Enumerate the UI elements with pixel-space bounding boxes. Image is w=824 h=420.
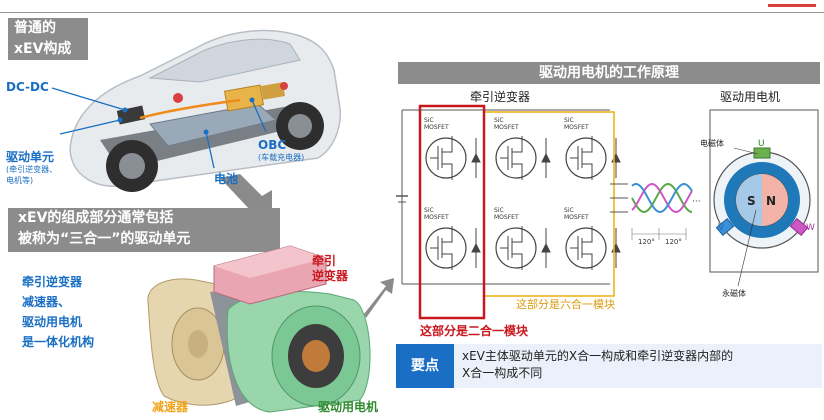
header-divider (0, 12, 824, 13)
title-mid-line-1: xEV的组成部分通常包括 (18, 210, 174, 226)
traction-inverter-line-1: 牵引 (312, 254, 337, 268)
keypoint-line-2: X合一构成不同 (462, 366, 543, 380)
inverter-circuit-diagram: SiCMOSFETSiCMOSFETSiCMOSFETSiCMOSFETSiCM… (396, 104, 819, 320)
mosfet-label: MOSFET (424, 214, 449, 221)
left-list-item: 牵引逆变器 (22, 275, 83, 289)
two-in-one-label: 这部分是二合一模块 (420, 324, 529, 338)
drive-unit-title: 驱动单元 (6, 150, 55, 164)
mosfet-label: SiC (424, 207, 434, 214)
angle-label-2: 120° (665, 238, 682, 246)
six-in-one-label: 这部分是六合一模块 (516, 298, 615, 311)
coil-v (715, 217, 735, 237)
title-top-line-1: 普通的 (14, 20, 56, 36)
diode-symbol (471, 138, 481, 178)
title-mid-label: xEV的组成部分通常包括 被称为“三合一”的驱动单元 (8, 208, 280, 252)
drive-unit-illustration (147, 245, 394, 413)
traction-inverter-line-2: 逆变器 (312, 269, 349, 283)
transistor-lines (500, 226, 523, 270)
drive-unit-sub-1: (牵引逆变器、 (6, 165, 58, 174)
phase-u-label: U (758, 139, 765, 149)
permanent-magnet-label: 永磁体 (722, 288, 746, 298)
transistor-lines (500, 136, 523, 180)
mosfet-label: SiC (564, 207, 574, 214)
mosfet-grid: SiCMOSFETSiCMOSFETSiCMOSFETSiCMOSFETSiCM… (424, 117, 621, 270)
phase-v-label: V (718, 223, 725, 233)
keypoint-label: 要点 (396, 344, 454, 388)
transistor-symbol (495, 137, 537, 179)
motor-title: 驱动用电机 (720, 90, 781, 104)
car-illustration (51, 29, 341, 215)
left-list-item: 驱动用电机 (22, 315, 83, 329)
mosfet-label: SiC (424, 117, 434, 124)
diode-symbol (541, 228, 551, 268)
mosfet-label: MOSFET (564, 214, 589, 221)
header-accent-mark (768, 4, 816, 7)
reducer-label: 减速器 (152, 400, 189, 414)
left-description: 牵引逆变器 减速器、 驱动用电机 是一体化机构 (22, 272, 94, 352)
transistor-lines (570, 136, 593, 180)
transistor-lines (430, 226, 453, 270)
transistor-symbol (425, 137, 467, 179)
keypoint-text: xEV主体驱动单元的X合一构成和牵引逆变器内部的 X合一构成不同 (462, 348, 818, 382)
traction-inverter-label: 牵引 逆变器 (312, 254, 348, 284)
diode-symbol (471, 228, 481, 268)
drive-unit-sub-2: 电机等) (6, 176, 34, 185)
obc-label: OBC (车载充电器) (258, 138, 304, 163)
coil-w (789, 217, 809, 237)
coil-u (753, 147, 771, 159)
mosfet-label: SiC (494, 207, 504, 214)
angle-label-1: 120° (638, 238, 655, 246)
keypoint-box (396, 344, 822, 388)
title-top-line-2: xEV构成 (14, 41, 72, 57)
mosfet-label: MOSFET (494, 124, 519, 131)
mosfet-label: MOSFET (424, 124, 449, 131)
keypoint-line-1: xEV主体驱动单元的X合一构成和牵引逆变器内部的 (462, 349, 734, 363)
drive-motor-bottom-label: 驱动用电机 (318, 400, 379, 414)
dcdc-label: DC-DC (6, 80, 49, 94)
left-list-item: 是一体化机构 (22, 335, 95, 349)
battery-label: 电池 (214, 172, 239, 186)
electromagnet-label: 电磁体 (700, 138, 724, 148)
diode-symbol (541, 138, 551, 178)
inverter-title: 牵引逆变器 (470, 90, 531, 104)
pole-s: S (747, 194, 756, 208)
phase-w-label: W (806, 223, 815, 233)
mosfet-label: MOSFET (564, 124, 589, 131)
transistor-symbol (565, 227, 607, 269)
mosfet-label: SiC (564, 117, 574, 124)
obc-sub: (车载充电器) (258, 153, 305, 162)
transistor-symbol (565, 137, 607, 179)
ellipsis: ··· (692, 197, 701, 207)
transistor-symbol (425, 227, 467, 269)
title-mid-line-2: 被称为“三合一”的驱动单元 (18, 231, 191, 247)
section-title: 驱动用电机的工作原理 (398, 62, 820, 84)
mosfet-label: SiC (494, 117, 504, 124)
transistor-lines (570, 226, 593, 270)
transistor-symbol (495, 227, 537, 269)
transistor-lines (430, 136, 453, 180)
two-in-one-box (418, 104, 486, 320)
mosfet-label: MOSFET (494, 214, 519, 221)
obc-title: OBC (258, 138, 287, 152)
left-list-item: 减速器、 (22, 295, 71, 309)
drive-unit-label: 驱动单元 (牵引逆变器、 电机等) (6, 150, 57, 186)
pole-n: N (766, 194, 776, 208)
title-top-label: 普通的 xEV构成 (8, 18, 88, 60)
